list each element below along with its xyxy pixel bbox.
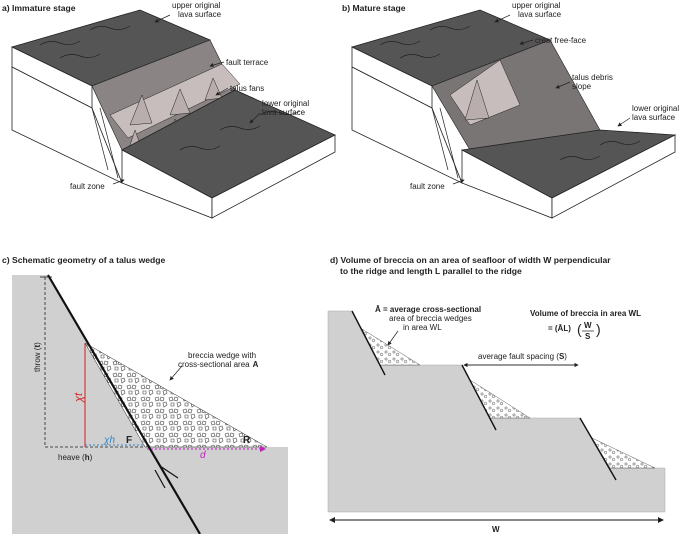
wedge-label-1: breccia wedge with [188, 351, 256, 360]
label-upper-1: upper original [172, 1, 221, 10]
angle-R: R [243, 435, 251, 446]
d-label: d [200, 450, 206, 461]
fault-line [47, 274, 201, 534]
hanging-wall [145, 447, 288, 534]
frac-den: S [585, 332, 591, 341]
abar-label-1: Ā = average cross-sectional [375, 305, 481, 314]
angle-F: F [126, 435, 132, 446]
panel-c-title: c) Schematic geometry of a talus wedge [2, 255, 166, 265]
label-upper-2-b: lava surface [518, 10, 562, 19]
panel-a: a) Immature stage upper original lava su… [2, 1, 336, 219]
label-fault-terrace: fault terrace [226, 58, 269, 67]
volume-eq: = (ĀL) [548, 324, 571, 333]
throw-label: throw (t) [33, 342, 42, 372]
panel-b: b) Mature stage upper original lava surf… [342, 1, 679, 219]
breccia-wedge [84, 342, 268, 448]
footwall [12, 275, 200, 534]
panel-d-title-2: to the ridge and length L parallel to th… [340, 266, 522, 276]
label-lower-1: lower original [262, 99, 309, 108]
abar-label-2: area of breccia wedges [389, 314, 472, 323]
lower-block-side [211, 134, 336, 219]
svg-text:(: ( [577, 321, 582, 337]
panel-d: d) Volume of breccia on an area of seafl… [327, 255, 666, 534]
panel-c: c) Schematic geometry of a talus wedge t… [2, 255, 288, 534]
panel-b-title: b) Mature stage [342, 3, 406, 13]
label-talus-fans: talus fans [230, 84, 264, 93]
panel-d-title-1: d) Volume of breccia on an area of seafl… [330, 255, 611, 265]
xt-label: χt [73, 392, 85, 403]
label-lower-2: lava surface [262, 108, 306, 117]
label-lower-2-b: lava surface [632, 113, 676, 122]
panel-a-title: a) Immature stage [2, 3, 76, 13]
heave-label: heave (h) [58, 453, 93, 462]
frac-num: W [584, 321, 592, 330]
label-talus-1: talus debris [572, 73, 613, 82]
svg-text:): ) [596, 321, 601, 337]
width-label: W [492, 525, 500, 534]
label-talus-2: slope [572, 82, 592, 91]
label-fault-zone-b: fault zone [410, 182, 445, 191]
label-upper-2: lava surface [178, 10, 222, 19]
label-upper-1-b: upper original [512, 1, 561, 10]
spacing-label: average fault spacing (S) [478, 352, 567, 361]
crest-free-face [449, 59, 521, 126]
abar-label-3: in area WL [403, 323, 442, 332]
label-lower-1-b: lower original [632, 104, 679, 113]
volume-title: Volume of breccia in area WL [530, 309, 641, 318]
xh-label: χh [103, 435, 115, 446]
label-fault-zone: fault zone [70, 182, 105, 191]
label-crest: crest free-face [535, 36, 587, 45]
